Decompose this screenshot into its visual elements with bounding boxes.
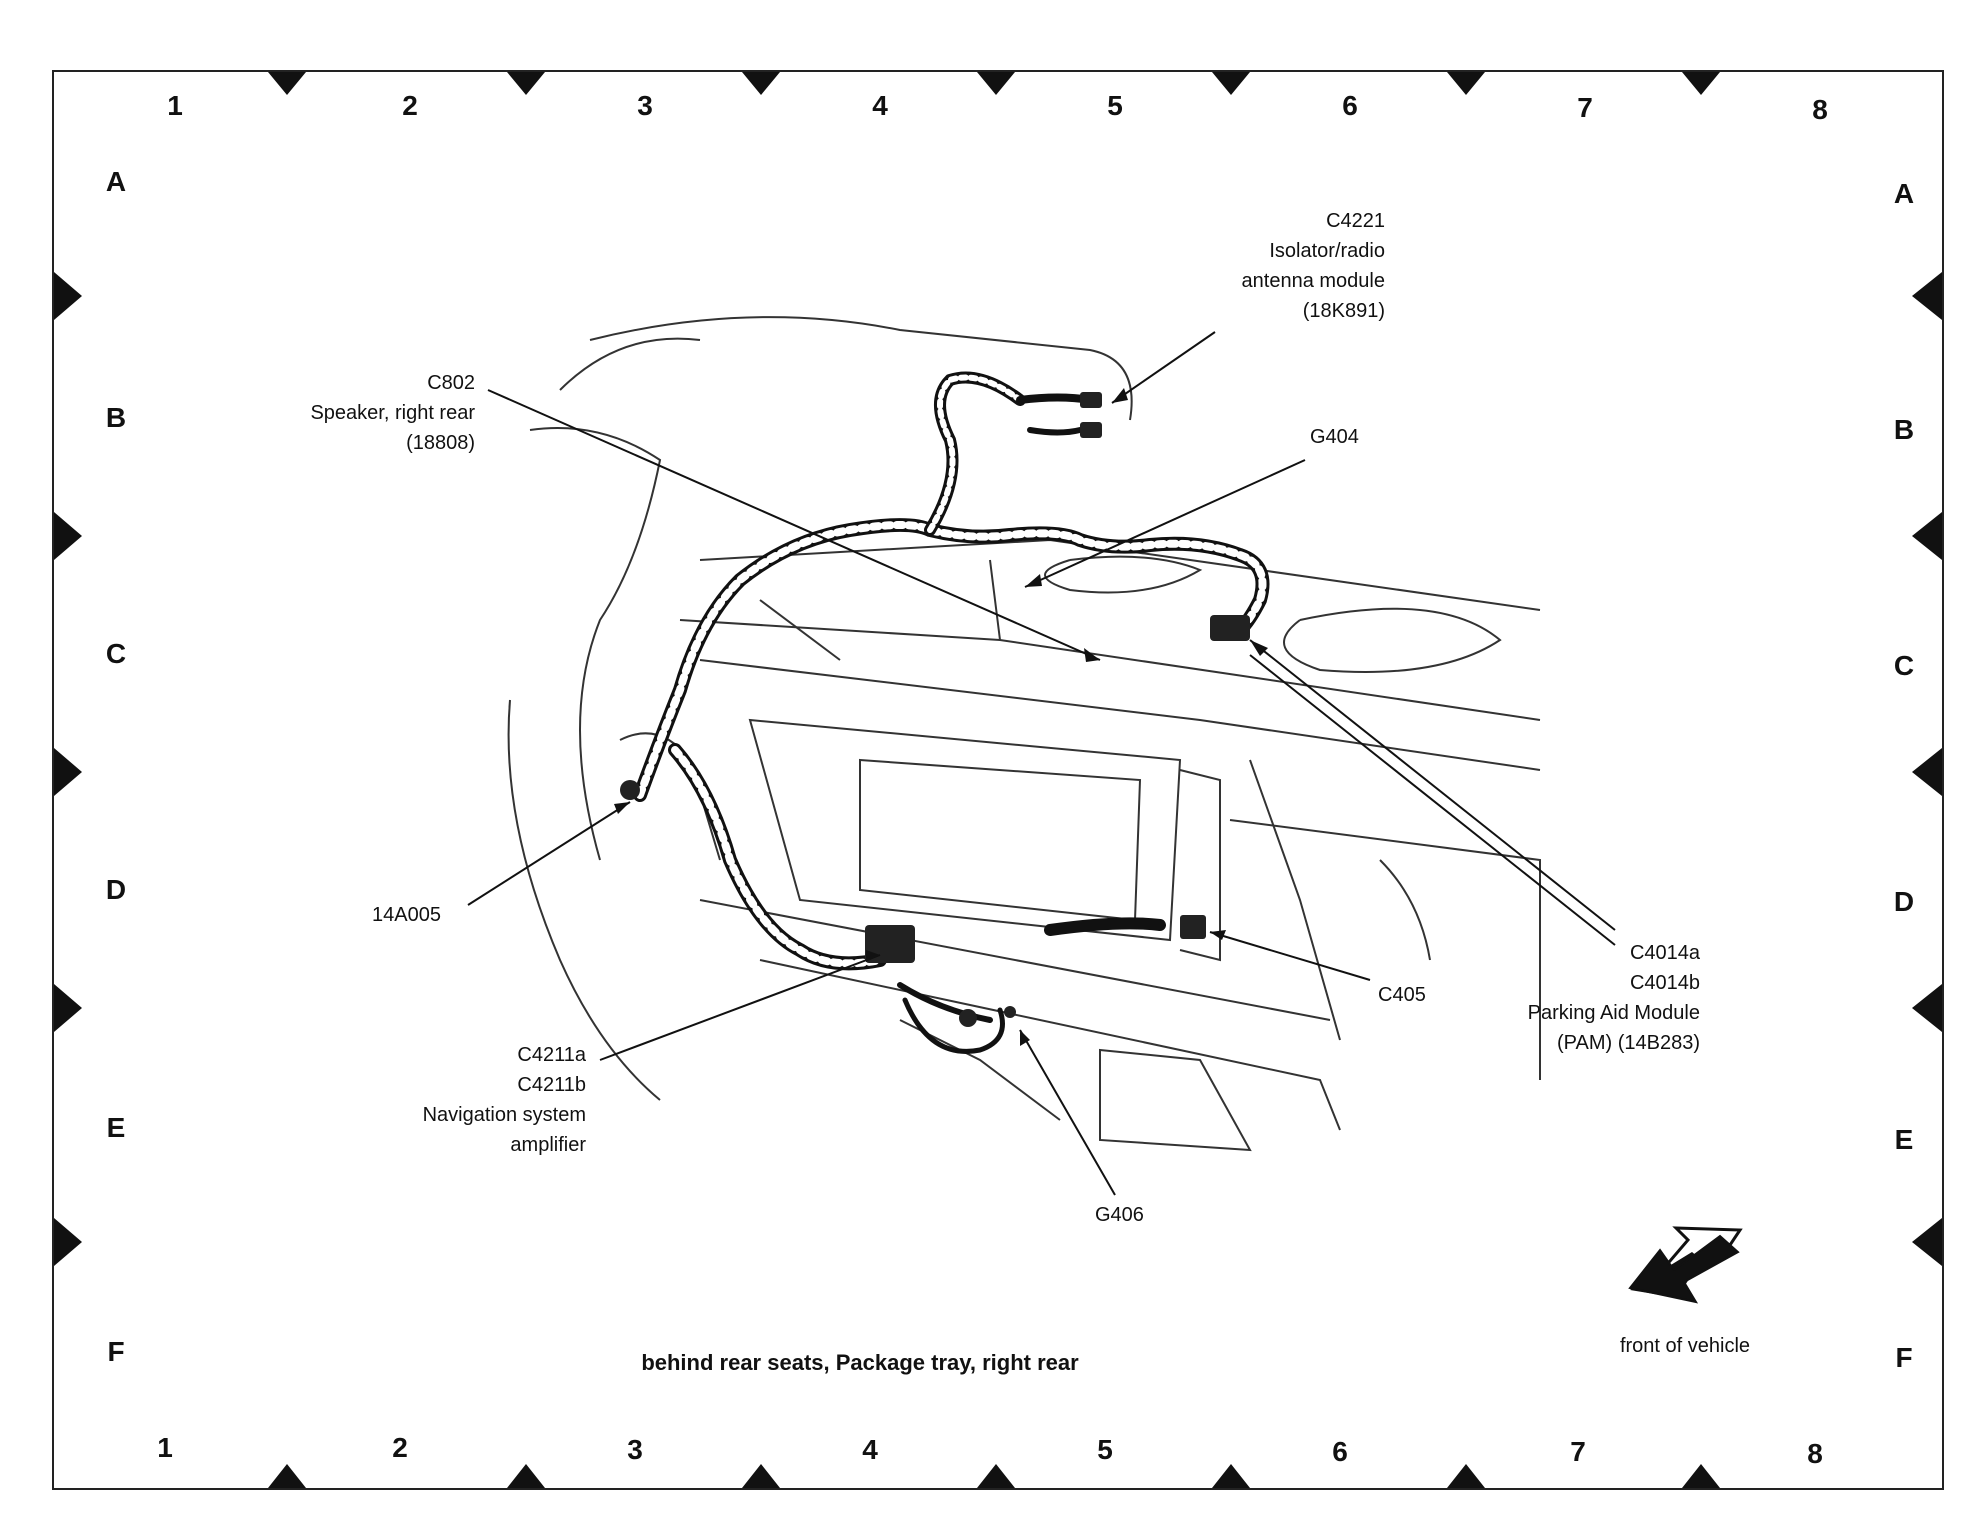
callout-c4014-line-1: C4014a <box>1629 942 1700 964</box>
grid-column-bottom-1: 1 <box>157 1432 173 1463</box>
callout-c4014-line-3: Parking Aid Module <box>1527 1002 1700 1024</box>
grid-column-bottom-7: 7 <box>1570 1436 1586 1467</box>
leader-c4221 <box>1111 331 1216 404</box>
leader-lines <box>467 331 1616 1196</box>
leader-g406 <box>1019 1029 1116 1196</box>
callout-14a005-line-1: 14A005 <box>372 904 441 926</box>
grid-column-top-3: 3 <box>637 90 653 121</box>
callout-c405-line-1: C405 <box>1378 984 1426 1006</box>
grid-row-right-E: E <box>1894 1124 1914 1155</box>
grid-column-bottom-4: 4 <box>862 1434 878 1465</box>
grid-row-right-C: C <box>1893 650 1915 681</box>
grid-row-right-A: A <box>1893 178 1915 209</box>
bottom-border-markers <box>268 1464 1720 1488</box>
callout-c4211: C4211a C4211b Navigation system amplifie… <box>370 1040 586 1160</box>
grid-row-left-C: C <box>105 638 127 669</box>
callout-c4211-line-3: Navigation system <box>422 1104 586 1126</box>
grid-column-bottom-5: 5 <box>1097 1434 1113 1465</box>
right-border-markers <box>1912 272 1942 1266</box>
diagram-frame <box>52 70 1944 1490</box>
callout-c4221: C4221 Isolator/radio antenna module (18K… <box>1170 206 1385 326</box>
leader-c4211 <box>599 954 881 1061</box>
callout-14a005: 14A005 <box>372 900 462 930</box>
grid-column-bottom-8: 8 <box>1807 1438 1823 1469</box>
leader-14a005 <box>467 801 631 906</box>
grid-column-top-5: 5 <box>1107 90 1123 121</box>
grid-column-bottom-3: 3 <box>627 1434 643 1465</box>
callout-c405: C405 <box>1378 980 1458 1010</box>
grid-row-right-F: F <box>1895 1342 1913 1373</box>
callout-c4221-line-2: Isolator/radio <box>1269 240 1385 262</box>
grid-column-top-6: 6 <box>1342 90 1358 121</box>
grid-column-top-8: 8 <box>1812 94 1828 125</box>
callout-c4221-line-3: antenna module <box>1241 270 1385 292</box>
grid-row-left-D: D <box>105 874 127 905</box>
leader-g404 <box>1024 459 1306 588</box>
grid-row-left-E: E <box>106 1112 126 1143</box>
leader-arrowheads <box>614 388 1268 1046</box>
callout-c4014: C4014a C4014b Parking Aid Module (PAM) (… <box>1480 938 1700 1058</box>
leader-c802 <box>487 389 1101 661</box>
front-of-vehicle-arrow-icon <box>1628 1226 1743 1304</box>
callout-c4211-line-1: C4211a <box>517 1044 586 1066</box>
top-border-markers <box>268 72 1720 95</box>
grid-row-right-D: D <box>1893 886 1915 917</box>
grid-row-left-A: A <box>105 166 127 197</box>
callout-g404: G404 <box>1310 422 1390 452</box>
wiring-harness <box>633 371 1270 1054</box>
left-border-markers <box>54 272 82 1266</box>
callout-c802: C802 Speaker, right rear (18808) <box>260 368 475 458</box>
grid-column-top-7: 7 <box>1577 92 1593 123</box>
callout-g404-line-1: G404 <box>1310 426 1359 448</box>
grid-row-left-B: B <box>105 402 127 433</box>
leader-c4014b <box>1249 654 1616 946</box>
leader-c4014a <box>1249 639 1616 931</box>
callout-c802-line-1: C802 <box>427 372 475 394</box>
callout-c4221-line-1: C4221 <box>1326 210 1385 232</box>
callout-c4211-line-4: amplifier <box>510 1134 586 1156</box>
diagram-caption: behind rear seats, Package tray, right r… <box>641 1350 1079 1375</box>
grid-row-left-F: F <box>107 1336 125 1367</box>
front-of-vehicle-label: front of vehicle <box>1619 1335 1751 1357</box>
callout-c802-line-2: Speaker, right rear <box>310 402 475 424</box>
leader-c405 <box>1209 931 1371 981</box>
connectors <box>620 392 1250 1027</box>
grid-column-bottom-6: 6 <box>1332 1436 1348 1467</box>
grid-column-top-1: 1 <box>167 90 183 121</box>
grid-column-top-2: 2 <box>402 90 418 121</box>
callout-c4211-line-2: C4211b <box>517 1074 586 1096</box>
callout-c4221-line-4: (18K891) <box>1302 300 1385 322</box>
vehicle-body-structure <box>507 316 1541 1152</box>
callout-g406: G406 <box>1095 1200 1175 1230</box>
grid-column-bottom-2: 2 <box>392 1432 408 1463</box>
callout-c4014-line-4: (PAM) (14B283) <box>1556 1032 1700 1054</box>
grid-row-right-B: B <box>1893 414 1915 445</box>
grid-column-top-4: 4 <box>872 90 888 121</box>
callout-c4014-line-2: C4014b <box>1629 972 1700 994</box>
callout-g406-line-1: G406 <box>1095 1204 1144 1226</box>
callout-c802-line-3: (18808) <box>406 432 475 454</box>
